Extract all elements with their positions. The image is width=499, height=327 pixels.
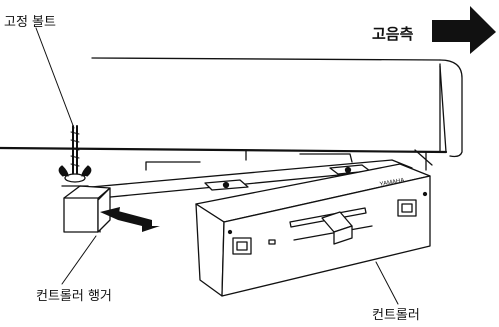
controller-hanger-block (63, 185, 111, 233)
controller-hanger-label: 컨트롤러 행거 (36, 289, 112, 304)
hanger-rail (79, 149, 413, 233)
leader-lines (35, 27, 399, 305)
high-side-label: 고음측 (372, 25, 414, 43)
controller-label: 컨트롤러 (372, 308, 420, 323)
insertion-arrow-icon (100, 207, 160, 232)
fixing-bolt-label: 고정 볼트 (4, 15, 56, 30)
fixing-bolt (58, 125, 92, 187)
keyboard-body (0, 57, 463, 171)
right-arrow-icon (432, 6, 496, 54)
controller-unit (195, 163, 431, 297)
controller-brand-text: YAMAHA (379, 178, 405, 188)
